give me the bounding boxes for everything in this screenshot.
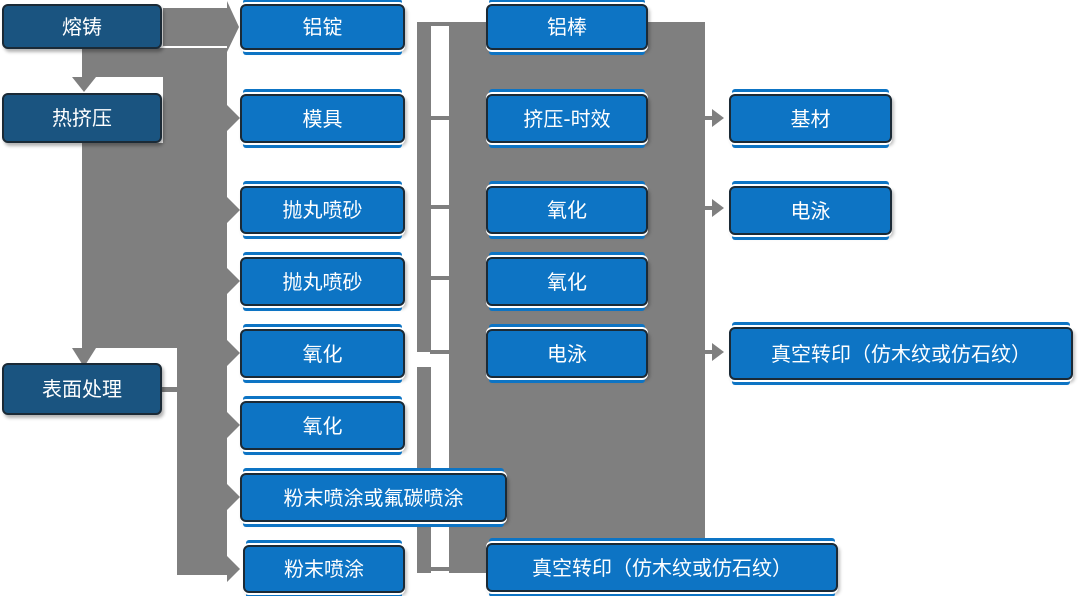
connector-stub-oxidation-row xyxy=(430,350,450,354)
arrow-down-to-hot-extrusion-icon xyxy=(72,77,96,92)
connector-stub-surface-treatment xyxy=(162,387,177,392)
connector-stub-ingot-row xyxy=(430,22,450,26)
arrow-to-mold-icon xyxy=(227,105,240,131)
arrow-down-to-surface-treatment-icon xyxy=(72,348,96,367)
node-oxidation-4: 氧化 xyxy=(486,257,648,306)
node-extrusion-aging: 挤压-时效 xyxy=(486,94,648,143)
node-shot-blasting-sandblasting-1: 抛丸喷砂 xyxy=(240,186,405,234)
arrow-to-shot-blasting-2-icon xyxy=(227,268,240,294)
connector-bar-middle-lower xyxy=(417,367,431,573)
arrow-casting-to-ingot xyxy=(163,1,239,52)
connector-stub-mold-row xyxy=(430,116,450,120)
arrow-to-shot-blasting-1-icon xyxy=(227,197,240,223)
arrow-to-vacuum-transfer-icon xyxy=(705,343,724,361)
arrow-to-oxidation-1-icon xyxy=(227,340,240,366)
connector-bar-middle-upper xyxy=(417,22,431,352)
node-mold: 模具 xyxy=(240,94,405,143)
node-surface-treatment: 表面处理 xyxy=(2,363,162,415)
arrow-to-oxidation-2-icon xyxy=(227,412,240,438)
arrow-to-powder-coating-icon xyxy=(227,556,240,582)
node-oxidation-3: 氧化 xyxy=(486,186,648,234)
node-hot-extrusion: 热挤压 xyxy=(2,93,162,143)
connector-stub-shot2-row xyxy=(430,276,450,280)
arrow-to-electrophoresis-icon xyxy=(705,199,724,217)
node-electrophoresis-2: 电泳 xyxy=(729,186,892,235)
node-aluminum-ingot: 铝锭 xyxy=(240,4,405,50)
node-shot-blasting-sandblasting-2: 抛丸喷砂 xyxy=(240,257,405,306)
node-melting-casting: 熔铸 xyxy=(2,4,162,49)
node-powder-coating: 粉末喷涂 xyxy=(243,545,405,593)
connector-stub-shot1-row xyxy=(430,205,450,209)
connector-mass-left xyxy=(82,143,227,348)
node-electrophoresis-1: 电泳 xyxy=(486,329,648,378)
arrow-to-powder-fluorocarbon-icon xyxy=(227,484,240,510)
node-oxidation-2: 氧化 xyxy=(240,401,405,450)
node-oxidation-1: 氧化 xyxy=(240,329,405,378)
node-base-material: 基材 xyxy=(729,94,892,143)
connector-bus-lower-left xyxy=(177,348,227,575)
node-powder-or-fluorocarbon-coating: 粉末喷涂或氟碳喷涂 xyxy=(240,473,507,522)
node-vacuum-transfer-bottom: 真空转印（仿木纹或仿石纹） xyxy=(486,543,838,592)
connector-stub-powder-row xyxy=(430,567,450,571)
node-vacuum-transfer-right: 真空转印（仿木纹或仿石纹） xyxy=(729,327,1073,380)
connector-band-casting xyxy=(82,48,227,77)
node-aluminum-rod: 铝棒 xyxy=(486,4,648,50)
connector-strip-right-of-hot-extrusion xyxy=(163,77,227,147)
arrow-to-base-material-icon xyxy=(705,109,724,127)
